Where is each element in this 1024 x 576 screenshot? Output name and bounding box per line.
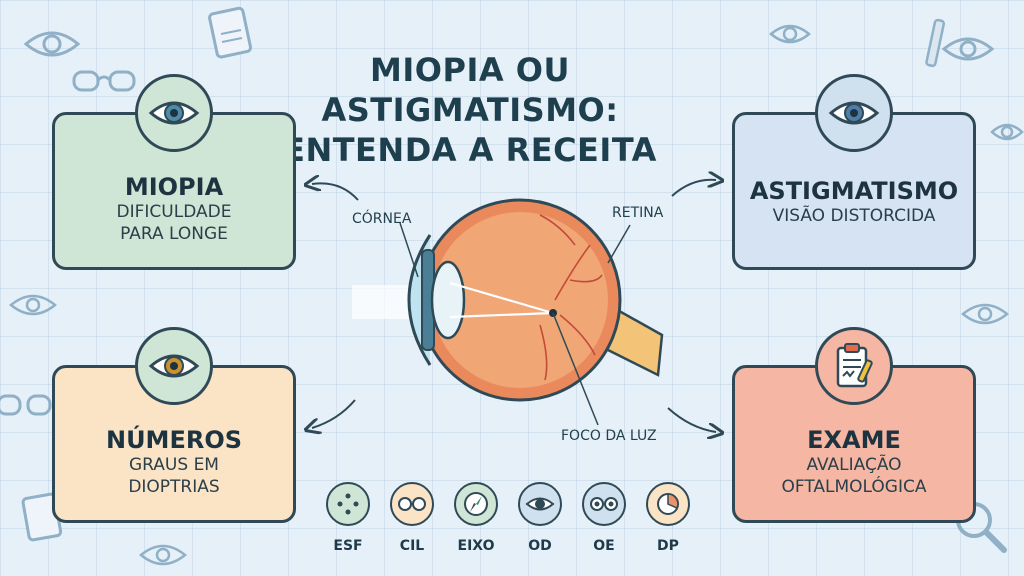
symbol-label: OE xyxy=(593,538,615,554)
card-line: OFTALMOLÓGICA xyxy=(781,477,927,497)
symbol-label: CIL xyxy=(399,538,425,554)
background-eye-icon xyxy=(139,544,187,566)
symbol-label: OD xyxy=(528,538,552,554)
pie-icon xyxy=(657,493,679,515)
symbol-label: EIXO xyxy=(457,538,495,554)
clipboard-icon xyxy=(836,343,873,388)
eye-icon xyxy=(828,101,880,125)
card-line: GRAUS EM xyxy=(129,455,219,475)
eye-cross-section xyxy=(352,198,664,426)
eyes-icon xyxy=(590,497,618,511)
badge-clipboard-icon xyxy=(815,327,893,405)
card-line: DIOPTRIAS xyxy=(128,477,220,497)
card-title: NÚMEROS xyxy=(105,426,243,454)
dots-icon xyxy=(337,493,359,515)
background-eye-icon xyxy=(23,31,81,57)
badge-eye-icon xyxy=(135,74,213,152)
background-glasses-icon xyxy=(0,394,52,416)
title-line-2: ENTENDA A RECEITA xyxy=(283,131,657,169)
background-eye-icon xyxy=(9,294,57,316)
symbol-od xyxy=(518,482,562,526)
card-title: ASTIGMATISMO xyxy=(749,177,959,205)
symbol-eixo xyxy=(454,482,498,526)
card-line: VISÃO DISTORCIDA xyxy=(772,206,936,226)
symbol-esf xyxy=(326,482,370,526)
symbol-dp xyxy=(646,482,690,526)
badge-eye-icon xyxy=(135,327,213,405)
background-pen-icon xyxy=(925,18,946,68)
eye-icon xyxy=(148,101,200,125)
symbol-label: ESF xyxy=(333,538,363,554)
background-prescription-icon xyxy=(208,6,253,59)
card-line: DIFICULDADE xyxy=(116,202,232,222)
eye-icon xyxy=(148,354,200,378)
card-line: AVALIAÇÃO xyxy=(806,455,902,475)
page-title: MIOPIA OU ASTIGMATISMO: ENTENDA A RECEIT… xyxy=(250,50,690,170)
background-eye-icon xyxy=(769,24,811,44)
eye-icon xyxy=(525,497,555,511)
background-eye-icon xyxy=(941,37,995,61)
glasses-icon xyxy=(398,497,426,511)
symbol-oe xyxy=(582,482,626,526)
badge-eye-icon xyxy=(815,74,893,152)
background-eye-icon xyxy=(961,303,1009,325)
symbol-cil xyxy=(390,482,434,526)
title-line-1: MIOPIA OU ASTIGMATISMO: xyxy=(321,51,619,129)
card-title: MIOPIA xyxy=(124,173,224,201)
background-glasses-icon xyxy=(72,70,136,92)
compass-icon xyxy=(464,492,488,516)
label-focus: FOCO DA LUZ xyxy=(561,428,657,444)
card-line: PARA LONGE xyxy=(120,224,228,244)
symbol-label: DP xyxy=(657,538,679,554)
label-cornea: CÓRNEA xyxy=(352,211,412,227)
label-retina: RETINA xyxy=(612,205,664,221)
card-title: EXAME xyxy=(807,426,901,454)
background-eye-icon xyxy=(990,123,1024,141)
